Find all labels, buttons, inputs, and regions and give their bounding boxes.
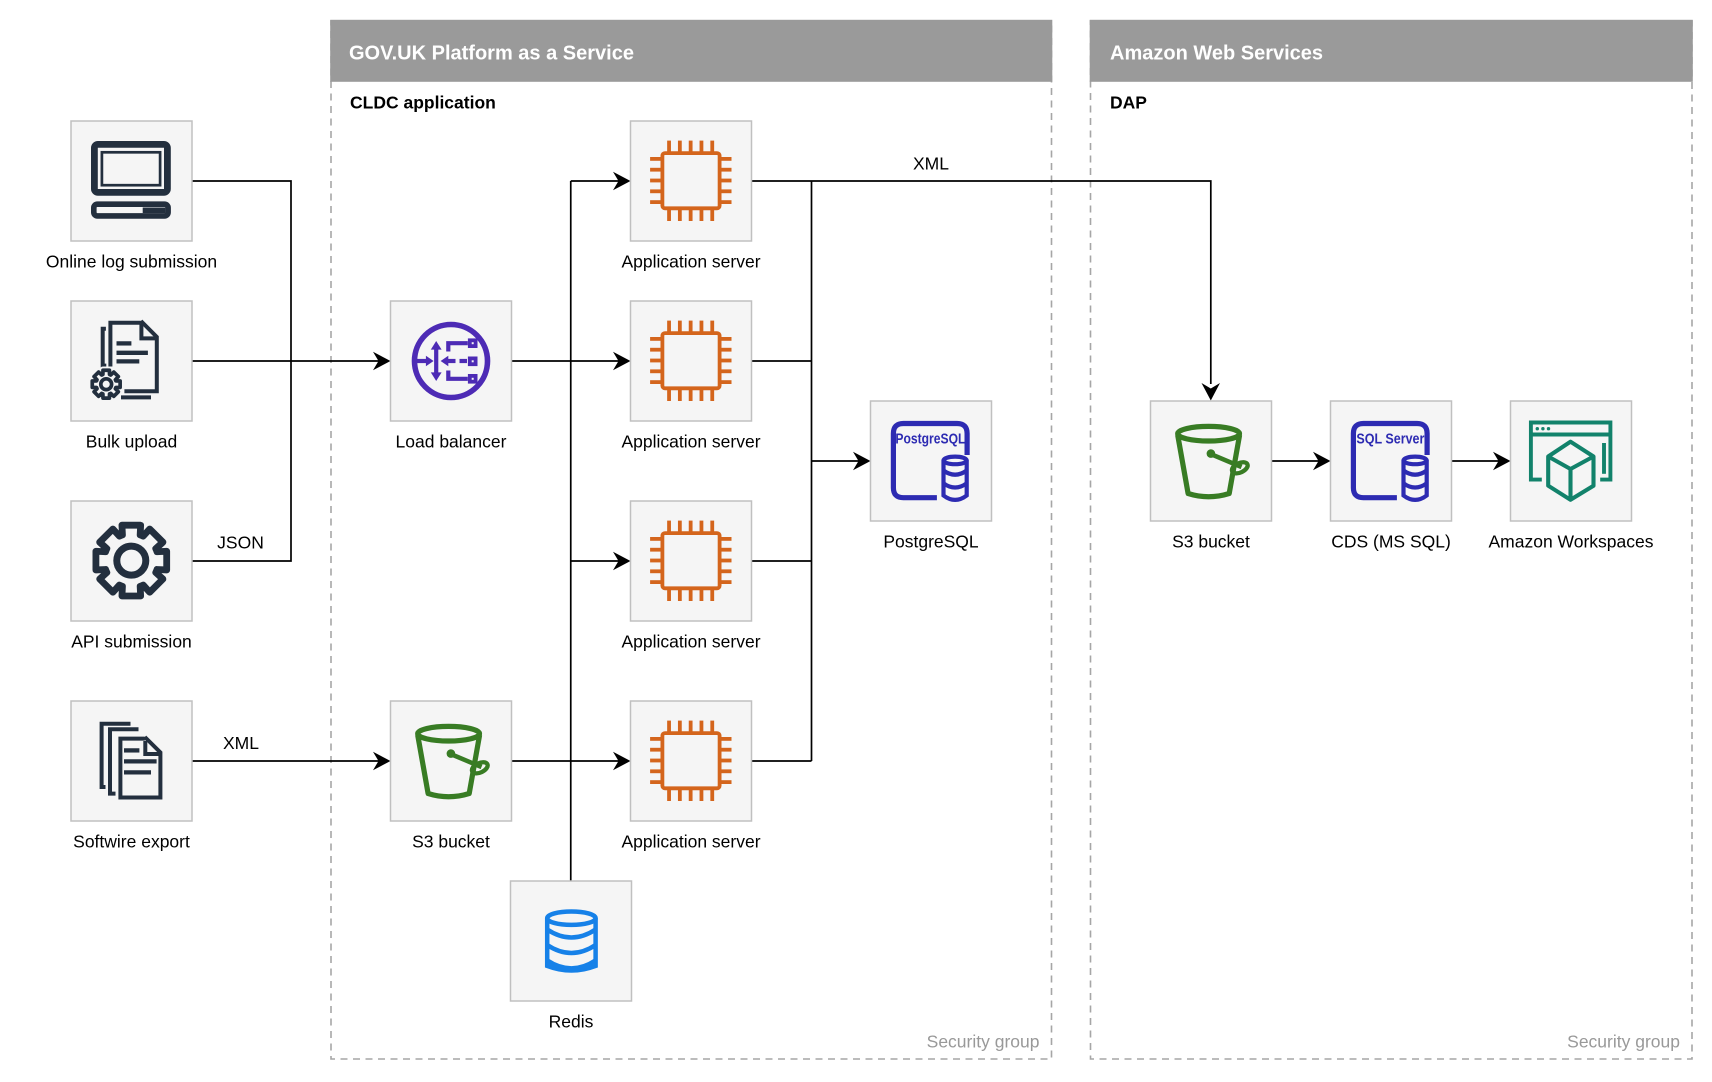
svg-text:GOV.UK Platform as a Service: GOV.UK Platform as a Service [349,42,634,64]
svg-text:Amazon Web Services: Amazon Web Services [1110,42,1323,64]
svg-text:Security group: Security group [1567,1032,1680,1052]
svg-text:Bulk upload: Bulk upload [86,432,177,452]
svg-text:XML: XML [913,154,949,174]
svg-text:Amazon Workspaces: Amazon Workspaces [1488,532,1653,552]
svg-text:Redis: Redis [549,1012,594,1032]
svg-text:Softwire export: Softwire export [73,832,190,852]
svg-text:Application server: Application server [621,632,760,652]
svg-text:S3 bucket: S3 bucket [412,832,490,852]
svg-text:Application server: Application server [621,252,760,272]
svg-text:Online log submission: Online log submission [46,252,217,272]
svg-text:SQL Server: SQL Server [1356,431,1424,448]
svg-text:Security group: Security group [927,1032,1040,1052]
svg-text:Application server: Application server [621,432,760,452]
svg-text:CLDC application: CLDC application [350,93,496,113]
svg-text:DAP: DAP [1110,93,1147,113]
svg-text:CDS (MS SQL): CDS (MS SQL) [1331,532,1451,552]
svg-text:S3 bucket: S3 bucket [1172,532,1250,552]
svg-text:API submission: API submission [71,632,192,652]
svg-text:Load balancer: Load balancer [396,432,507,452]
svg-text:PostgreSQL: PostgreSQL [895,431,965,448]
svg-text:Application server: Application server [621,832,760,852]
svg-text:XML: XML [223,733,259,753]
svg-text:JSON: JSON [217,533,264,553]
svg-text:PostgreSQL: PostgreSQL [883,532,979,552]
